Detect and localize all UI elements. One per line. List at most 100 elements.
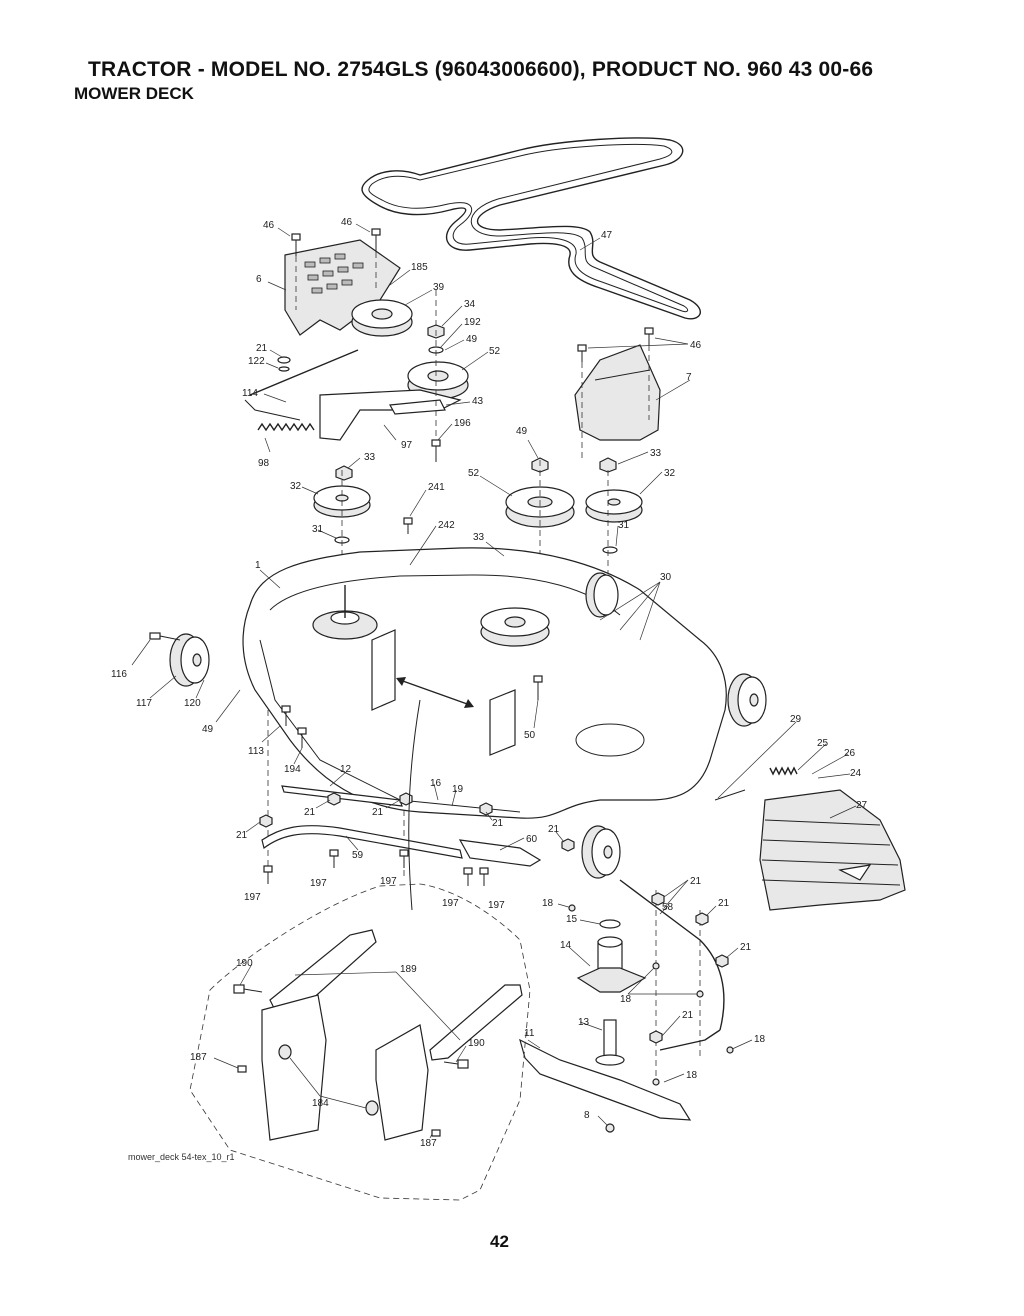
gauge-wheel-front — [581, 825, 621, 879]
part-label: 18 — [542, 898, 554, 909]
part-label: 31 — [312, 524, 324, 535]
part-label: 29 — [790, 714, 802, 725]
part-label: 197 — [310, 878, 327, 889]
part-label: 46 — [690, 340, 702, 351]
part-label: 18 — [620, 994, 632, 1005]
part-label: 197 — [442, 898, 459, 909]
part-label: 116 — [111, 669, 127, 680]
part-label: 18 — [754, 1034, 766, 1045]
gauge-wheel-right — [727, 673, 767, 727]
part-label: 197 — [380, 876, 397, 887]
part-label: 25 — [817, 738, 829, 749]
part-label: 197 — [244, 892, 261, 903]
bolt-icon — [149, 439, 543, 886]
part-label: 27 — [856, 800, 868, 811]
part-label: 21 — [690, 876, 702, 887]
part-labels: 46 46 47 185 6 39 34 192 49 52 21 122 46… — [111, 217, 868, 1149]
part-label: 21 — [492, 818, 504, 829]
deck-spindle-right — [480, 607, 550, 647]
part-label: 120 — [184, 698, 201, 709]
part-label: 197 — [488, 900, 505, 911]
part-label: 114 — [242, 388, 258, 399]
part-label: 52 — [489, 346, 501, 357]
part-label: 43 — [472, 396, 484, 407]
mower-blade — [519, 1038, 692, 1121]
part-label: 187 — [190, 1052, 207, 1063]
part-label: 50 — [524, 730, 536, 741]
part-label: 11 — [524, 1028, 535, 1039]
part-label: 12 — [340, 764, 352, 775]
part-label: 113 — [248, 746, 264, 757]
part-label: 185 — [411, 262, 428, 273]
section-subtitle: MOWER DECK — [74, 84, 194, 103]
part-label: 21 — [682, 1010, 694, 1021]
right-belt-cover — [574, 344, 661, 441]
blade-spindle — [576, 919, 647, 1066]
part-label: 13 — [578, 1017, 590, 1028]
part-label: 49 — [202, 724, 214, 735]
direction-arrow — [396, 677, 474, 708]
part-label: 32 — [290, 481, 302, 492]
part-label: 39 — [433, 282, 445, 293]
part-label: 18 — [686, 1070, 698, 1081]
part-label: 8 — [584, 1110, 590, 1121]
part-label: 46 — [341, 217, 353, 228]
part-label: 15 — [566, 914, 578, 925]
lift-link-12 — [281, 785, 403, 807]
deck-brackets — [371, 629, 516, 756]
inset-leader-line — [408, 699, 421, 911]
part-label: 59 — [352, 850, 364, 861]
part-label: 21 — [740, 942, 752, 953]
part-label: 117 — [136, 698, 152, 709]
gauge-wheel-right-rear — [585, 572, 619, 618]
part-label: 242 — [438, 520, 455, 531]
part-label: 98 — [258, 458, 270, 469]
part-label: 122 — [248, 356, 265, 367]
part-label: 24 — [850, 768, 862, 779]
idler-arm — [319, 389, 462, 441]
part-label: 33 — [650, 448, 662, 459]
part-label: 33 — [473, 532, 485, 543]
bolt-icon — [291, 228, 654, 362]
part-label: 21 — [236, 830, 248, 841]
part-label: 184 — [312, 1098, 329, 1109]
part-label: 97 — [401, 440, 413, 451]
discharge-chute — [759, 789, 906, 911]
part-label: 241 — [428, 482, 445, 493]
deck-spindle-left — [312, 585, 378, 640]
part-label: 49 — [466, 334, 478, 345]
part-label: 190 — [468, 1038, 485, 1049]
part-label: 196 — [454, 418, 471, 429]
part-label: 1 — [255, 560, 261, 571]
part-label: 14 — [560, 940, 572, 951]
spring-rod — [244, 349, 359, 421]
left-belt-cover — [284, 239, 401, 336]
part-label: 192 — [464, 317, 481, 328]
part-label: 16 — [430, 778, 442, 789]
page-number: 42 — [490, 1232, 509, 1251]
part-label: 19 — [452, 784, 464, 795]
idler-pulley-39 — [351, 299, 413, 337]
nut-icon — [259, 792, 729, 1044]
part-label: 21 — [256, 343, 268, 354]
part-label: 26 — [844, 748, 856, 759]
part-label: 32 — [664, 468, 676, 479]
drawing-filename: mower_deck 54-tex_10_r1 — [128, 1152, 235, 1162]
part-label: 30 — [660, 572, 672, 583]
inset-detail — [189, 883, 531, 1201]
gauge-wheel-left — [169, 633, 210, 687]
part-label: 7 — [686, 372, 692, 383]
part-label: 31 — [618, 520, 630, 531]
part-label: 187 — [420, 1138, 437, 1149]
deck-discharge-opening — [575, 723, 645, 757]
lift-link-60 — [458, 839, 542, 867]
part-label: 190 — [236, 958, 253, 969]
page-title: TRACTOR - MODEL NO. 2754GLS (96043006600… — [88, 58, 874, 81]
mower-deck-shell — [242, 547, 727, 819]
part-label: 46 — [263, 220, 275, 231]
part-label: 49 — [516, 426, 528, 437]
part-label: 34 — [464, 299, 476, 310]
assembly-lines — [267, 252, 701, 1080]
part-label: 58 — [662, 902, 674, 913]
